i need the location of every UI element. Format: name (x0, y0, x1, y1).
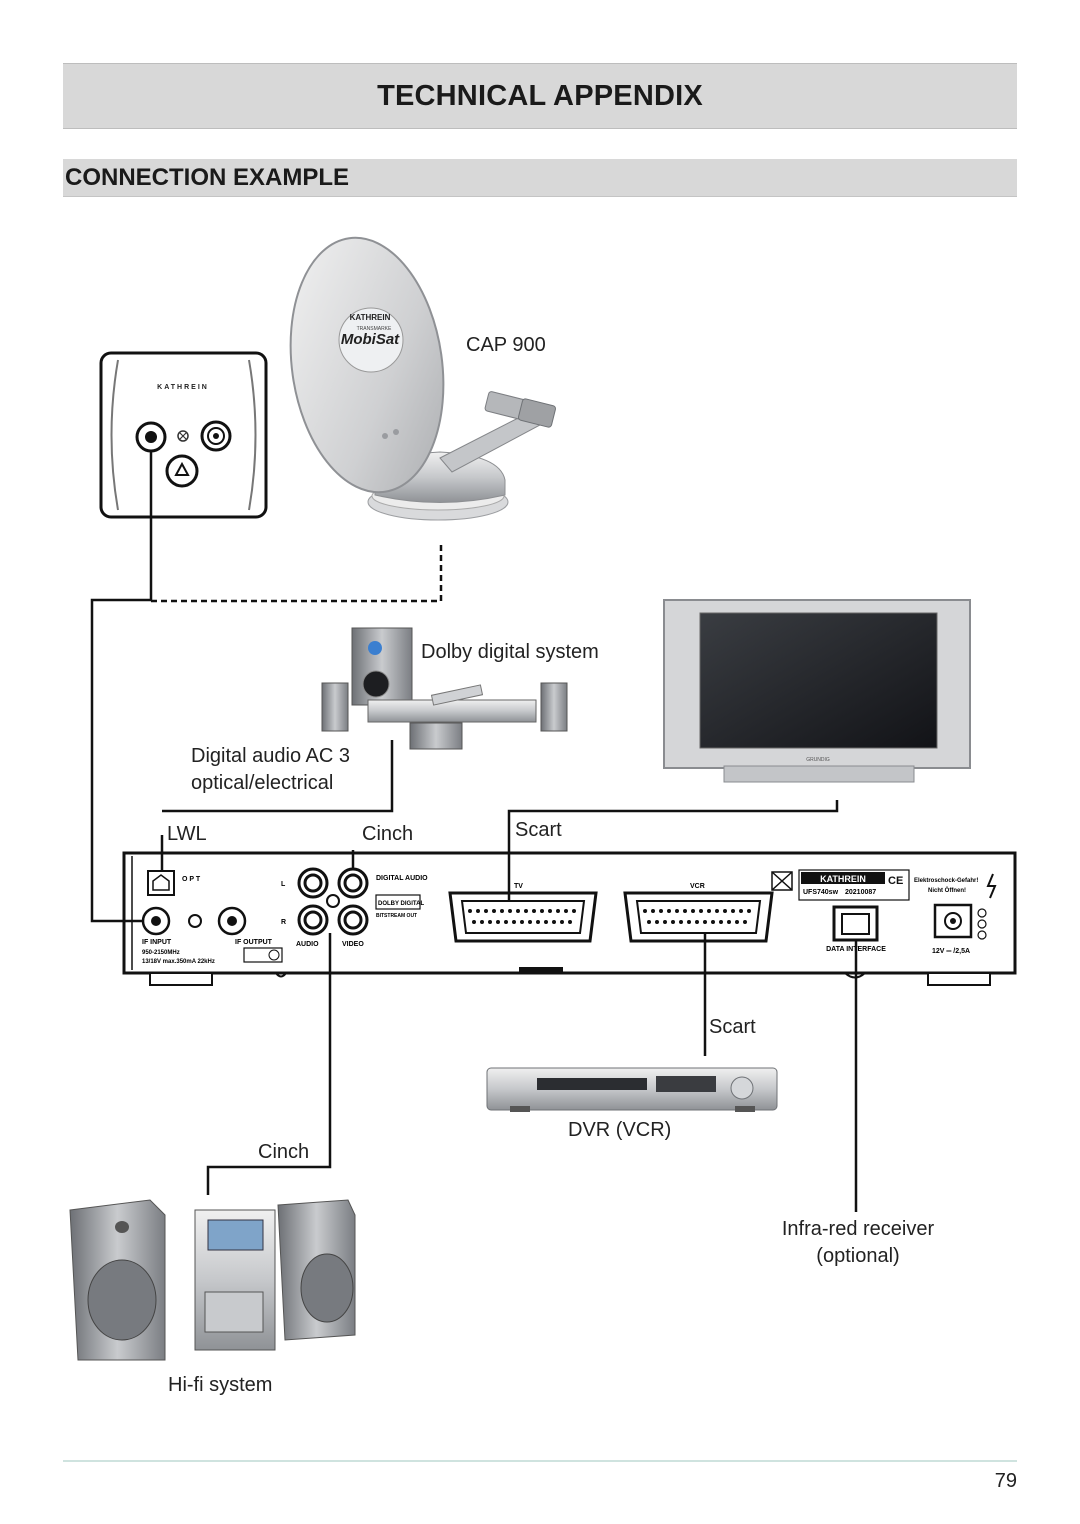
cinch-ports (297, 867, 369, 936)
hifi-system (69, 1199, 356, 1361)
digital-audio-line2: optical/electrical (191, 772, 334, 794)
opt-label: O P T (182, 876, 201, 883)
warning2-label: Nicht Öffnen! (928, 887, 966, 894)
if-output-label: IF OUTPUT (235, 939, 273, 946)
tv-brand: GRUNDIG (806, 757, 830, 763)
satellite-dish: MobiSat KATHREIN TRANSMARKE (289, 236, 557, 521)
wall-socket-brand: KATHREIN (157, 384, 209, 391)
bitstream-label: BITSTREAM OUT (376, 913, 417, 919)
hifi-label: Hi-fi system (168, 1374, 273, 1396)
power-label: 12V ═ /2,5A (932, 948, 970, 955)
ce-mark-icon: CE (888, 875, 903, 887)
dish-cable-line (151, 545, 443, 603)
page-number: 79 (994, 1470, 1017, 1492)
channel-r-label: R (281, 919, 286, 926)
scart-tv-line (507, 800, 839, 900)
audio-label: AUDIO (296, 941, 319, 948)
digital-audio-line1: Digital audio AC 3 (191, 745, 350, 767)
dolby-system (321, 627, 568, 750)
footer-divider (63, 1460, 1017, 1462)
tv-scart-label: TV (514, 883, 523, 890)
page-title: TECHNICAL APPENDIX (377, 79, 703, 112)
serial-label: 20210087 (845, 889, 876, 896)
section-header: CONNECTION EXAMPLE (63, 159, 1017, 197)
receiver-brand: KATHREIN (820, 874, 866, 884)
lightning-icon (986, 873, 997, 899)
digital-audio-label: DIGITAL AUDIO (376, 875, 428, 882)
scart-tv-label: Scart (515, 819, 562, 841)
dolby-digital-label: DOLBY DIGITAL (378, 901, 424, 907)
vcr-scart-label: VCR (690, 883, 705, 890)
connection-lines (90, 451, 858, 1212)
dvr-label: DVR (VCR) (568, 1119, 672, 1141)
video-label: VIDEO (342, 941, 364, 948)
spec2-label: 13/18V max.350mA 22kHz (142, 959, 215, 965)
ir-label-line1: Infra-red receiver (781, 1218, 935, 1240)
sat-cable-line (90, 451, 153, 923)
wall-socket: KATHREIN (99, 351, 268, 519)
cinch-hifi-label: Cinch (258, 1141, 310, 1163)
cap900-label: CAP 900 (466, 334, 546, 356)
section-title: CONNECTION EXAMPLE (65, 164, 350, 191)
radio-socket-icon (165, 454, 199, 488)
page-header: TECHNICAL APPENDIX (63, 63, 1017, 129)
tv-set: GRUNDIG (663, 599, 971, 783)
channel-l-label: L (281, 881, 286, 888)
model-label: UFS740sw (803, 889, 839, 896)
cinch-hifi-line (206, 933, 332, 1195)
receiver-rear-panel: O P T IF INPUT IF OUTPUT 950-2150MHz 13/… (122, 851, 1017, 986)
dish-logo: MobiSat (341, 331, 400, 348)
dolby-label: Dolby digital system (421, 641, 599, 663)
dish-logo-small: TRANSMARKE (357, 326, 392, 332)
dvr-device (486, 1067, 778, 1112)
cinch-top-label: Cinch (362, 823, 414, 845)
digital-audio-line (162, 740, 394, 813)
dish-brand: KATHREIN (350, 313, 391, 322)
scart-dvr-label: Scart (709, 1016, 756, 1038)
if-input-label: IF INPUT (142, 939, 172, 946)
warning1-label: Elektroschock-Gefahr! (914, 878, 978, 884)
lwl-label: LWL (167, 823, 207, 845)
spec1-label: 950-2150MHz (142, 950, 180, 956)
ir-label-line2: (optional) (816, 1245, 900, 1267)
